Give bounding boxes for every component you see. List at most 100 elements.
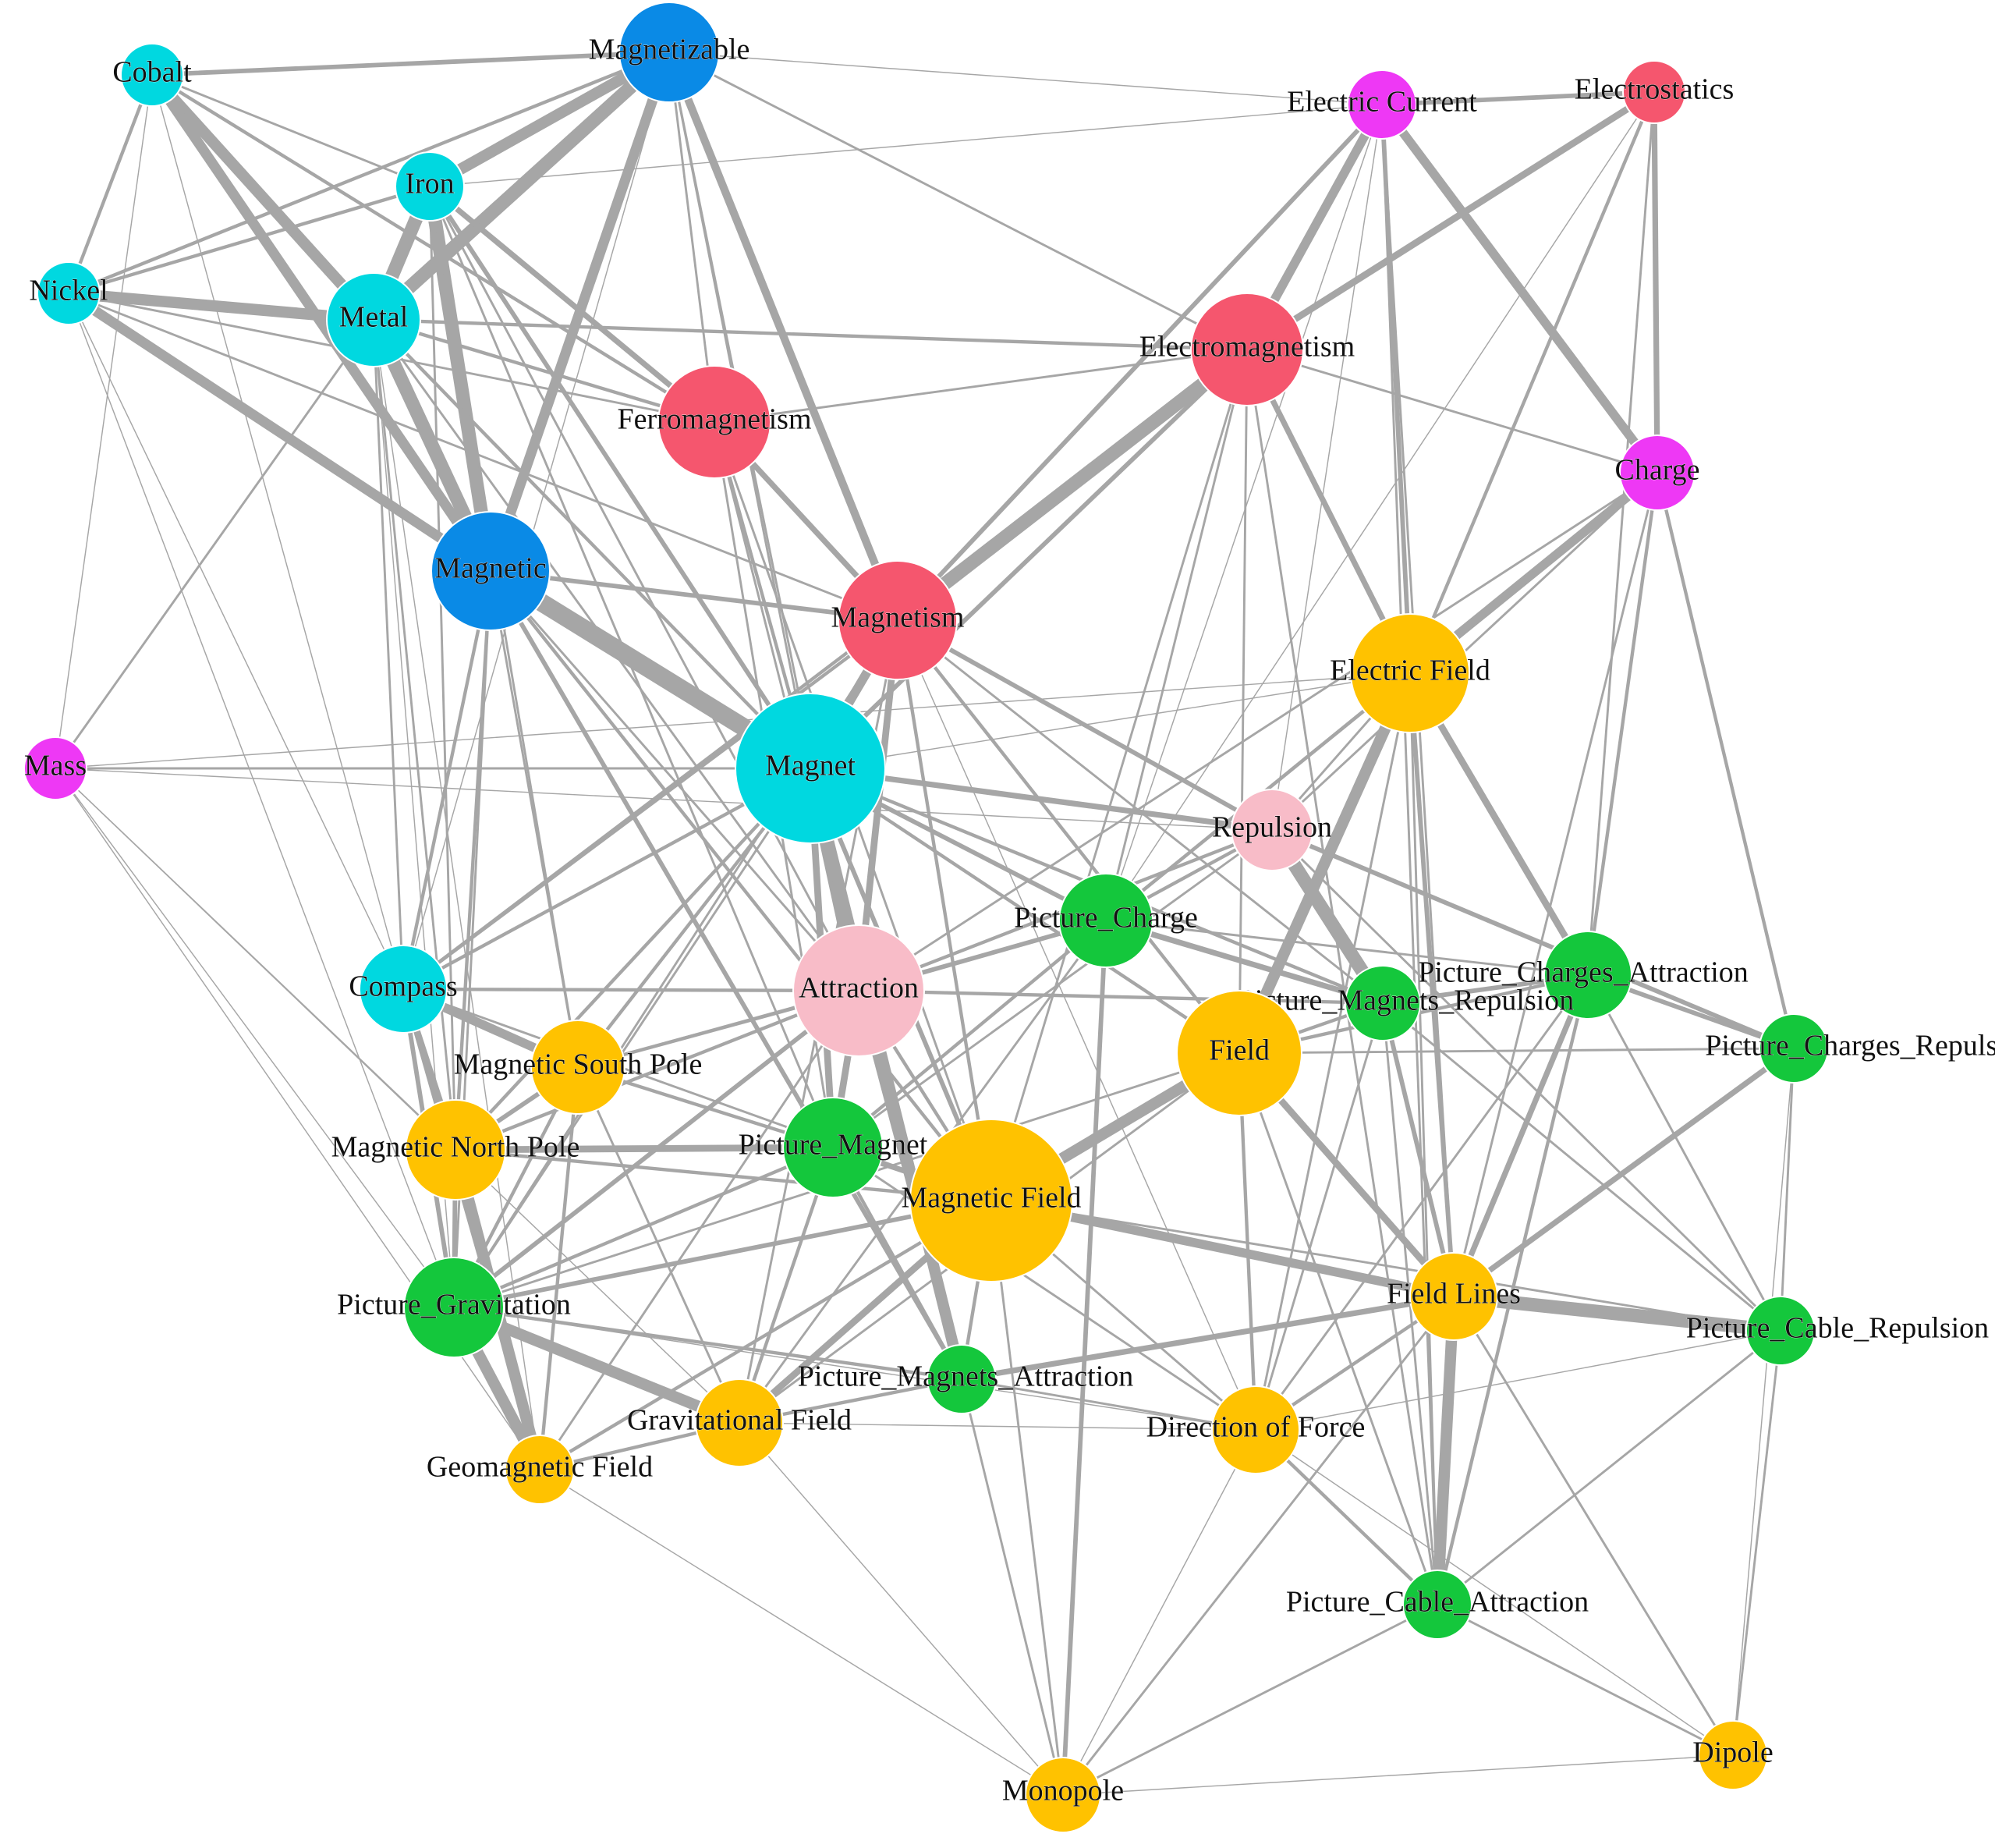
node-label: Field: [1209, 1034, 1270, 1067]
node-geomagnetic-field[interactable]: Geomagnetic Field: [427, 1435, 653, 1505]
node-circle: [359, 945, 448, 1034]
node-magnetic-south-pole[interactable]: Magnetic South Pole: [453, 1020, 703, 1115]
node-circle: [403, 1257, 505, 1358]
node-electromagnetism[interactable]: Electromagnetism: [1139, 293, 1355, 406]
edge-metal-mass: [54, 318, 375, 770]
node-picture-charges-repulsion[interactable]: Picture_Charges_Repulsion: [1705, 1013, 1995, 1084]
edge-picture_charges_attraction-field_lines: [1451, 972, 1591, 1300]
node-metal[interactable]: Metal: [326, 272, 421, 367]
node-picture-magnet[interactable]: Picture_Magnet: [738, 1097, 928, 1198]
edge-gravitational_field-monopole: [739, 1422, 1064, 1796]
edge-magnetic-compass: [401, 569, 493, 991]
node-gravitational-field[interactable]: Gravitational Field: [627, 1378, 852, 1467]
edge-field_lines-picture_cable_attraction: [1431, 1290, 1460, 1611]
node-label: Picture_Charge: [1014, 902, 1198, 935]
node-label: Dipole: [1692, 1736, 1773, 1769]
node-circle: [1698, 1720, 1768, 1790]
node-charge[interactable]: Charge: [1614, 435, 1700, 511]
node-circle: [735, 693, 886, 844]
edge-magnetic_field-picture_gravitation: [452, 1198, 994, 1310]
edges-layer: [54, 45, 1797, 1797]
node-label: Electric Current: [1287, 86, 1477, 119]
node-label: Magnetism: [831, 601, 965, 634]
edge-field-picture_cable_attraction: [1238, 1052, 1439, 1606]
node-magnetism[interactable]: Magnetism: [831, 560, 965, 680]
edge-electric_field-mass: [55, 672, 1411, 769]
node-circle: [395, 151, 465, 222]
node-label: Iron: [405, 168, 454, 200]
node-picture-charges-attraction[interactable]: Picture_Charges_Attraction: [1418, 931, 1749, 1020]
edge-electric_current-electrostatics: [1380, 90, 1657, 107]
node-label: Metal: [339, 301, 409, 334]
node-circle: [1543, 931, 1632, 1020]
node-nickel[interactable]: Nickel: [29, 261, 108, 325]
edge-mass-magnetic_north_pole: [55, 768, 456, 1151]
node-label: Picture_Magnets_Repulsion: [1238, 984, 1575, 1017]
node-cobalt[interactable]: Cobalt: [112, 43, 192, 107]
node-mass[interactable]: Mass: [23, 736, 87, 800]
node-electrostatics[interactable]: Electrostatics: [1574, 60, 1735, 124]
node-label: Attraction: [799, 972, 919, 1005]
edge-electric_field-magnet: [810, 672, 1411, 769]
node-label: Direction of Force: [1146, 1411, 1366, 1444]
node-label: Magnetizable: [589, 34, 750, 66]
edge-metal-magnetic_north_pole: [372, 318, 457, 1151]
node-field-lines[interactable]: Field Lines: [1387, 1252, 1521, 1341]
node-picture-gravitation[interactable]: Picture_Gravitation: [337, 1257, 571, 1358]
node-compass[interactable]: Compass: [349, 945, 458, 1034]
node-repulsion[interactable]: Repulsion: [1212, 789, 1332, 871]
edge-nickel-compass: [68, 293, 404, 990]
node-picture-magnets-repulsion[interactable]: Picture_Magnets_Repulsion: [1238, 965, 1575, 1041]
node-picture-cable-attraction[interactable]: Picture_Cable_Attraction: [1286, 1570, 1589, 1640]
edge-magnetic_field-picture_cable_repulsion: [990, 1199, 1782, 1332]
node-label: Picture_Cable_Repulsion: [1686, 1312, 1989, 1345]
node-magnetic[interactable]: Magnetic: [431, 511, 551, 631]
edge-charge-field_lines: [1452, 471, 1659, 1298]
node-ferromagnetism[interactable]: Ferromagnetism: [617, 365, 812, 479]
node-magnetizable[interactable]: Magnetizable: [588, 2, 750, 103]
edge-magnet-compass: [401, 766, 813, 991]
node-field[interactable]: Field: [1176, 990, 1302, 1116]
node-circle: [1345, 965, 1421, 1041]
node-electric-field[interactable]: Electric Field: [1330, 613, 1490, 733]
node-label: Cobalt: [112, 56, 192, 89]
edge-electromagnetism-charge: [1246, 348, 1659, 474]
edge-cobalt-mass: [55, 74, 153, 769]
node-direction-of-force[interactable]: Direction of Force: [1146, 1385, 1366, 1474]
node-electric-current[interactable]: Electric Current: [1287, 69, 1478, 140]
node-magnetic-field[interactable]: Magnetic Field: [901, 1119, 1082, 1282]
edge-direction_of_force-dipole: [1255, 1429, 1734, 1756]
edge-magnetism-compass: [401, 618, 900, 991]
edge-iron-magnet: [427, 184, 813, 771]
nodes-layer: Cobalt MagnetizableIronNickelMetalFerroma…: [23, 2, 1995, 1833]
node-dipole[interactable]: Dipole: [1692, 1720, 1774, 1790]
node-picture-magnets-attraction[interactable]: Picture_Magnets_Attraction: [797, 1344, 1134, 1414]
node-picture-charge[interactable]: Picture_Charge: [1014, 873, 1198, 968]
node-picture-cable-repulsion[interactable]: Picture_Cable_Repulsion: [1686, 1296, 1989, 1366]
node-circle: [927, 1344, 997, 1414]
edge-repulsion-picture_charges_repulsion: [1270, 828, 1796, 1051]
edge-direction_of_force-monopole: [1062, 1429, 1256, 1796]
node-circle: [1622, 60, 1686, 124]
edge-metal-ferromagnetism: [371, 317, 717, 424]
edge-nickel-magnetic: [63, 288, 496, 576]
edge-field_lines-dipole: [1452, 1295, 1735, 1757]
edge-ferromagnetism-electromagnetism: [713, 348, 1249, 424]
edge-magnetism-magnetic_field: [895, 618, 994, 1203]
edge-nickel-picture_gravitation: [68, 293, 455, 1308]
node-attraction[interactable]: Attraction: [792, 924, 925, 1057]
edge-electrostatics-picture_charge: [1105, 91, 1655, 921]
node-iron[interactable]: Iron: [395, 151, 465, 222]
edge-cobalt-metal: [146, 69, 380, 326]
node-monopole[interactable]: Monopole: [1002, 1757, 1124, 1833]
node-magnetic-north-pole[interactable]: Magnetic North Pole: [331, 1099, 580, 1201]
edge-electric_current-picture_cable_attraction: [1380, 103, 1439, 1606]
node-circle: [1025, 1757, 1101, 1833]
node-label: Gravitational Field: [627, 1404, 852, 1437]
edge-cobalt-nickel: [66, 73, 154, 296]
edge-electrostatics-electric_field: [1408, 90, 1657, 676]
node-magnet[interactable]: Magnet: [735, 693, 886, 844]
edge-picture_charge-picture_magnets_repulsion: [1103, 917, 1386, 1006]
node-circle: [37, 261, 101, 325]
edge-metal-magnet: [371, 317, 813, 771]
